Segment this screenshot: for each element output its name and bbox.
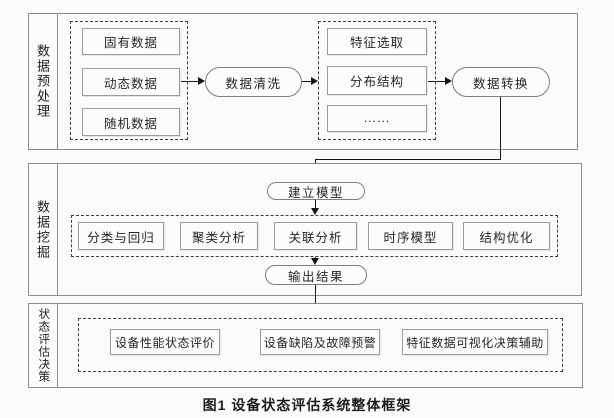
box-distribution-structure: 分布结构 — [327, 66, 427, 95]
arrow-build-to-methods — [311, 200, 320, 215]
section-decision-label-column: 状态评估决策 — [28, 303, 58, 388]
box-fault-warning: 设备缺陷及故障预警 — [260, 329, 380, 355]
box-time-series-model: 时序模型 — [368, 222, 453, 250]
node-data-cleaning: 数据清洗 — [205, 67, 302, 97]
node-output-result: 输出结果 — [265, 265, 367, 285]
box-performance-evaluation: 设备性能状态评价 — [110, 329, 220, 355]
arrow-cleaning-to-features — [302, 77, 318, 86]
box-dynamic-data: 动态数据 — [82, 68, 180, 96]
group-mining-methods — [71, 215, 558, 257]
section-label-preprocessing: 数据预处理 — [35, 44, 50, 119]
box-cluster-analysis: 聚类分析 — [180, 222, 258, 250]
section-label-mining: 数据挖掘 — [35, 199, 50, 260]
group-input-data — [70, 21, 188, 140]
box-ellipsis: …… — [327, 105, 427, 132]
box-structure-optimization: 结构优化 — [463, 222, 550, 250]
figure-caption: 图1 设备状态评估系统整体框架 — [202, 397, 412, 413]
arrow-features-to-transform — [428, 77, 452, 86]
section-preprocessing-label-column: 数据预处理 — [28, 13, 58, 150]
group-decision-outputs — [78, 318, 563, 372]
node-build-model: 建立模型 — [267, 182, 365, 200]
arrow-inputs-to-cleaning — [181, 77, 205, 86]
node-data-transform: 数据转换 — [452, 67, 550, 97]
arrow-methods-to-output — [311, 257, 320, 265]
group-feature-data — [318, 21, 436, 140]
connector-transform-across — [315, 159, 501, 160]
box-visualization-decision-aid: 特征数据可视化决策辅助 — [402, 329, 548, 355]
section-mining-label-column: 数据挖掘 — [28, 163, 58, 296]
box-inherent-data: 固有数据 — [82, 28, 180, 55]
box-random-data: 随机数据 — [82, 108, 180, 136]
connector-transform-down — [500, 97, 501, 160]
box-feature-selection: 特征选取 — [327, 28, 427, 55]
box-association-analysis: 关联分析 — [274, 222, 357, 250]
section-label-decision: 状态评估决策 — [37, 308, 50, 383]
box-classification-regression: 分类与回归 — [78, 222, 164, 250]
